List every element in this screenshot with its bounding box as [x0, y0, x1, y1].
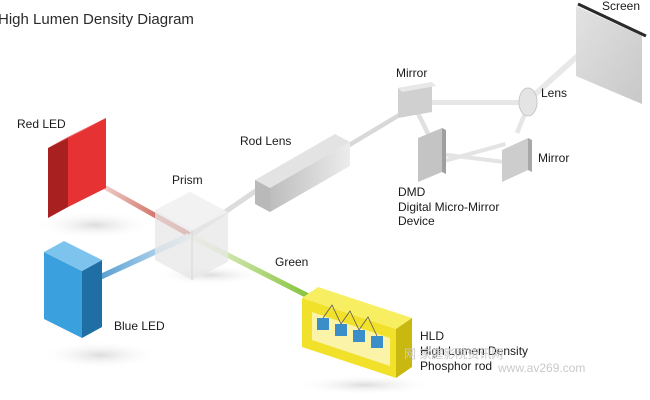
phosphor-cube [317, 318, 329, 330]
mirror-top-edge [398, 82, 436, 92]
phosphor-connector-lines [322, 304, 378, 337]
watermark-text: 网 家庭影院资讯网 [404, 346, 503, 361]
prism-label: Prism [172, 173, 203, 187]
red-led-side [48, 137, 68, 218]
lens-label: Lens [541, 86, 567, 100]
diagram-title: High Lumen Density Diagram [0, 11, 194, 28]
phosphor-cubes [317, 304, 383, 348]
red-led-top [48, 118, 106, 148]
rod-lens-end [255, 180, 270, 212]
dmd-label-line3: Device [398, 214, 435, 228]
phosphor-cube [353, 330, 365, 342]
hld-label-line2: High Lumen Density [420, 344, 528, 358]
mirror-top-label: Mirror [396, 66, 427, 80]
hld-shadow [295, 375, 435, 395]
blue-led-shadow [40, 341, 160, 369]
phosphor-cube [335, 324, 347, 336]
mirror-to-lens-beam [430, 100, 525, 105]
dmd-to-mirror-beam [440, 142, 506, 164]
hld-end [396, 318, 412, 378]
rod-to-mirror-beam [345, 106, 412, 149]
red-led [68, 118, 106, 207]
rod-lens [270, 142, 350, 212]
mirror-right-edge [528, 138, 532, 172]
hld-label-line3: Phosphor rod [420, 359, 492, 373]
screen [576, 6, 642, 104]
lens-to-screen-beam [530, 50, 584, 99]
dmd-return-beam [439, 152, 505, 164]
red-led-label: Red LED [17, 117, 66, 131]
dmd-label: DMD [398, 185, 426, 199]
dmd [418, 128, 442, 182]
blue-led-label: Blue LED [114, 319, 165, 333]
watermark-url: www.av269.com [497, 361, 585, 375]
hld-label: HLD [420, 329, 444, 343]
blue-led-top [44, 241, 102, 271]
phosphor-cube [371, 336, 383, 348]
screen-label: Screen [602, 0, 640, 13]
prism-top [155, 192, 228, 230]
mirror-right-label: Mirror [538, 151, 569, 165]
screen-top-bar [577, 2, 647, 38]
dmd-edge [442, 128, 446, 174]
green-label: Green [275, 255, 308, 269]
hld-top [302, 287, 412, 329]
lens [518, 87, 538, 117]
hld-window [312, 312, 390, 366]
blue-led-side [82, 260, 102, 338]
rod-lens-top [255, 134, 350, 188]
blue-led [44, 252, 82, 338]
rod-lens-label: Rod Lens [240, 134, 291, 148]
mirror-right [502, 138, 528, 182]
red-led-shadow [35, 211, 155, 239]
dmd-label-line2: Digital Micro-Mirror [398, 200, 499, 214]
